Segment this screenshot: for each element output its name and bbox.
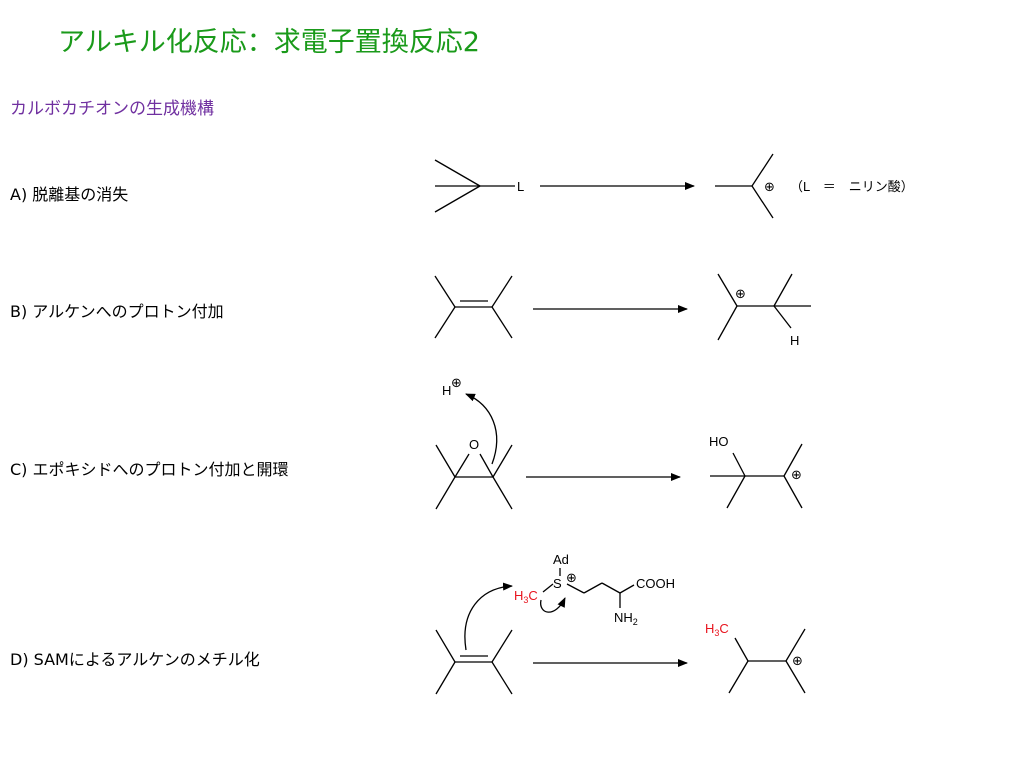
tert-butyl-cation-structure — [715, 153, 774, 219]
hydroxyl-group: HO — [709, 434, 729, 449]
product-methyl-group: H3C — [705, 621, 729, 638]
cation-charge-icon: ⊕ — [764, 179, 775, 194]
step-c-label: C) エポキシドへのプロトン付加と開環 — [10, 460, 289, 479]
slide-subtitle: カルボカチオンの生成機構 — [10, 99, 214, 119]
alkene-structure-b — [434, 275, 513, 339]
curved-arrow-sulfur-leaving — [540, 597, 566, 613]
curved-arrow-protonation — [465, 393, 498, 465]
hydroxy-carbocation-structure — [710, 443, 803, 509]
scheme-c — [435, 393, 803, 510]
adenosyl-group: Ad — [553, 552, 569, 567]
epoxide-oxygen: O — [469, 437, 479, 452]
cation-charge-icon: ⊕ — [566, 570, 577, 585]
carboxyl-group: COOH — [636, 576, 675, 591]
sam-structure — [542, 568, 635, 608]
sam-methyl-group: H3C — [514, 588, 538, 605]
slide-title: アルキル化反応：求電子置換反応2 — [58, 27, 480, 58]
carbocation-structure-b — [717, 273, 811, 341]
amino-group: NH2 — [614, 610, 638, 627]
cation-charge-icon: ⊕ — [451, 375, 462, 390]
cation-charge-icon: ⊕ — [792, 653, 803, 668]
step-d-label: D) SAMによるアルケンのメチル化 — [10, 650, 260, 669]
proton-h: H — [442, 383, 451, 398]
epoxide-structure — [435, 444, 513, 510]
step-b-label: B) アルケンへのプロトン付加 — [10, 302, 224, 321]
cation-charge-icon: ⊕ — [735, 286, 746, 301]
alkene-structure-d — [435, 629, 513, 695]
scheme-b — [434, 273, 811, 341]
scheme-a — [434, 153, 774, 219]
leaving-group-note: （L ＝ ニリン酸） — [790, 179, 914, 194]
step-a-label: A) 脱離基の消失 — [10, 185, 129, 204]
leaving-group-l: L — [517, 179, 524, 194]
curved-arrow-alkene-attack — [464, 582, 513, 651]
scheme-d — [435, 568, 806, 695]
methylated-carbocation-structure — [728, 628, 806, 694]
tert-butyl-l-structure — [434, 159, 515, 213]
added-hydrogen: H — [790, 333, 799, 348]
cation-charge-icon: ⊕ — [791, 467, 802, 482]
sulfonium-sulfur: S — [553, 576, 562, 591]
